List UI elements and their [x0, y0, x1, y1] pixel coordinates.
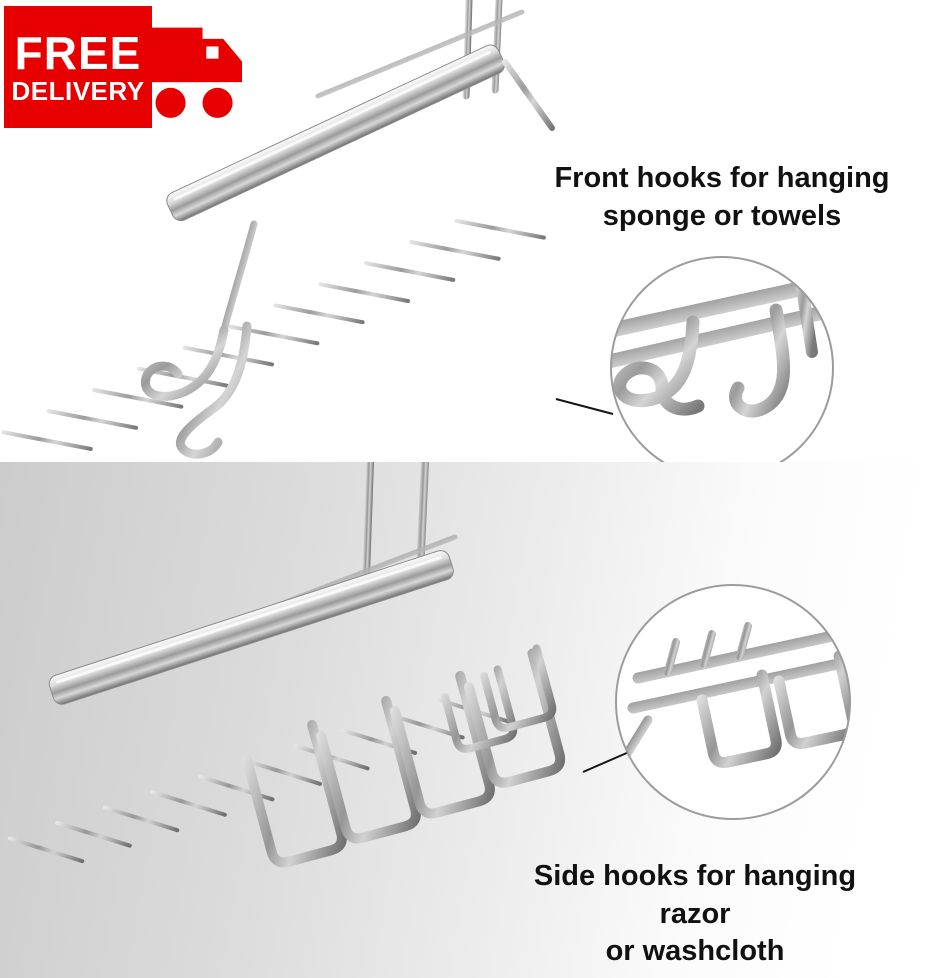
side-hooks-callout-circle	[615, 584, 851, 820]
bottom-basket-hooks	[242, 648, 566, 868]
front-hooks-caption-line1: Front hooks for hanging	[554, 162, 890, 194]
side-hooks-caption-line2: or washcloth	[605, 935, 785, 968]
top-product-photo	[0, 0, 834, 462]
free-delivery-badge: FREE DELIVERY	[4, 6, 242, 128]
bottom-basket-side-hooks	[441, 644, 557, 753]
badge-free-text: FREE	[14, 26, 142, 79]
side-hooks-caption-line1: Side hooks for hanging razor	[533, 860, 857, 930]
side-hooks-leader-line	[582, 751, 630, 773]
free-delivery-badge-box: FREE DELIVERY	[4, 6, 152, 128]
front-hooks-leader-line	[555, 398, 614, 415]
bottom-product-photo	[0, 462, 851, 886]
badge-delivery-text: DELIVERY	[11, 75, 145, 106]
delivery-truck-icon	[148, 27, 242, 118]
bottom-basket	[0, 550, 524, 886]
top-basket-side-edge	[502, 59, 555, 131]
front-hooks-caption: Front hooks for hanging sponge or towels	[532, 160, 912, 235]
front-hooks-caption-line2: sponge or towels	[602, 199, 842, 232]
side-hooks-caption: Side hooks for hanging razor or washclot…	[495, 858, 895, 971]
top-basket-front-hooks	[141, 220, 258, 459]
front-hooks-callout-circle	[610, 256, 834, 462]
